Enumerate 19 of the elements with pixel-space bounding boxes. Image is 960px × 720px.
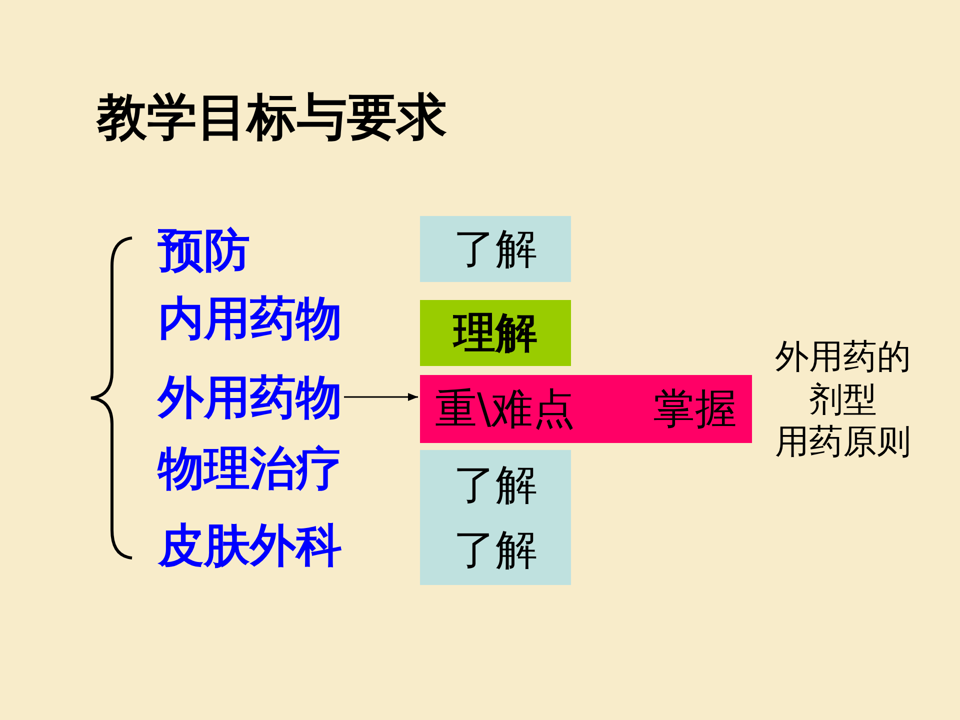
topic-text: 外用药物 <box>158 374 342 420</box>
topic-text: 内用药物 <box>158 295 342 341</box>
note-text: 外用药的剂型 <box>774 336 912 421</box>
level-box <box>420 450 571 585</box>
level-text: 掌握 <box>653 388 737 430</box>
level-text: 理解 <box>454 312 538 354</box>
level-text: 了解 <box>454 529 538 571</box>
topic-text: 物理治疗 <box>158 445 342 491</box>
level-text: 了解 <box>454 228 538 270</box>
arrow <box>344 393 418 401</box>
topic-text: 预防 <box>158 227 250 273</box>
key-point-box <box>420 375 752 443</box>
topic-text: 皮肤外科 <box>158 522 342 568</box>
note-text: 用药原则 <box>775 421 911 464</box>
level-text: 了解 <box>454 464 538 506</box>
slide-title: 教学目标与要求 <box>97 92 447 142</box>
level-box <box>420 216 571 282</box>
level-box <box>420 300 571 366</box>
level-text: 重\难点 <box>435 388 576 430</box>
